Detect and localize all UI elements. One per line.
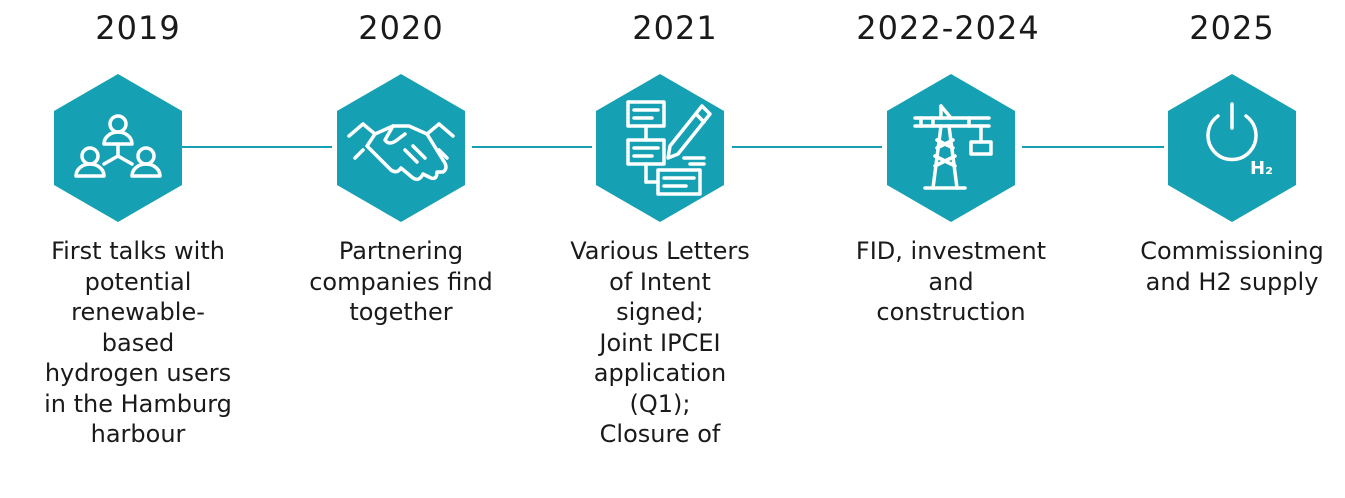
milestone-description: Various Letters of Intent signed; Joint … xyxy=(570,237,750,448)
power-h2-icon: H₂ xyxy=(1168,74,1296,222)
svg-text:H₂: H₂ xyxy=(1250,158,1273,179)
connector-line xyxy=(472,146,592,148)
milestone-description: First talks with potential renewable- ba… xyxy=(44,237,232,448)
milestone-description: FID, investment and construction xyxy=(855,237,1047,326)
milestone-year: 2019 xyxy=(95,9,181,47)
milestone-year: 2025 xyxy=(1189,9,1275,47)
milestone-year: 2022-2024 xyxy=(856,9,1040,47)
milestone-year: 2021 xyxy=(632,9,718,47)
documents-signing-icon xyxy=(596,74,724,222)
connector-line xyxy=(732,146,882,148)
connector-line xyxy=(1022,146,1164,148)
handshake-icon xyxy=(337,74,465,222)
milestone-description: Partnering companies find together xyxy=(309,237,493,326)
network-people-icon xyxy=(54,74,182,222)
construction-crane-icon xyxy=(887,74,1015,222)
milestone-description: Commissioning and H2 supply xyxy=(1140,237,1324,296)
connector-line xyxy=(182,146,332,148)
milestone-year: 2020 xyxy=(358,9,444,47)
